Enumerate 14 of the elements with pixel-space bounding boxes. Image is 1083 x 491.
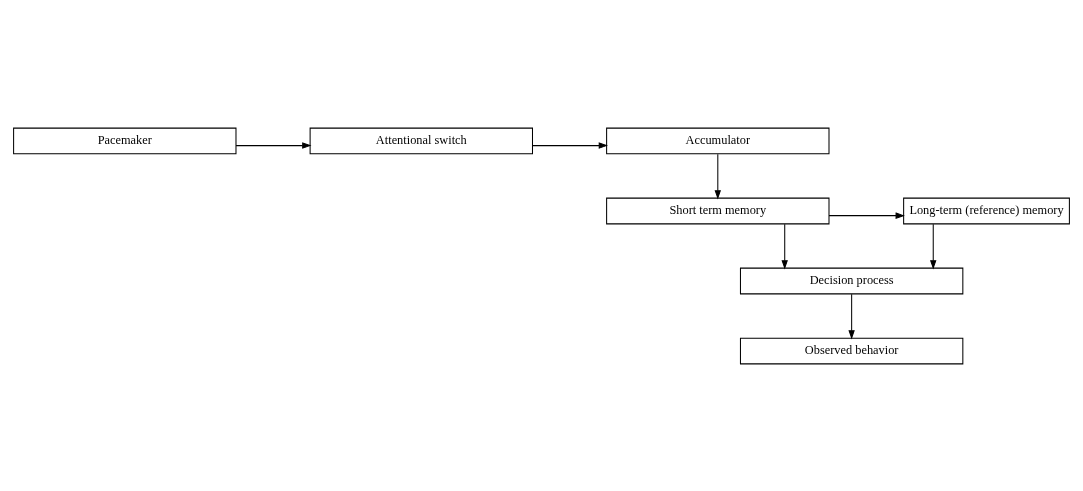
arrow xyxy=(714,153,722,199)
arrow xyxy=(532,141,608,149)
node-box: Long-term (reference) memory xyxy=(903,197,1070,224)
node-box: Short term memory xyxy=(606,197,830,224)
arrow xyxy=(848,293,855,339)
arrow xyxy=(828,211,905,219)
node-box: Observed behavior xyxy=(739,337,964,364)
node-box: Accumulator xyxy=(606,127,830,154)
arrow xyxy=(930,223,937,269)
node-box: Attentional switch xyxy=(309,127,533,154)
node-box: Decision process xyxy=(739,267,964,294)
arrow xyxy=(781,223,788,269)
arrow xyxy=(235,141,312,149)
node-box: Pacemaker xyxy=(13,127,237,154)
